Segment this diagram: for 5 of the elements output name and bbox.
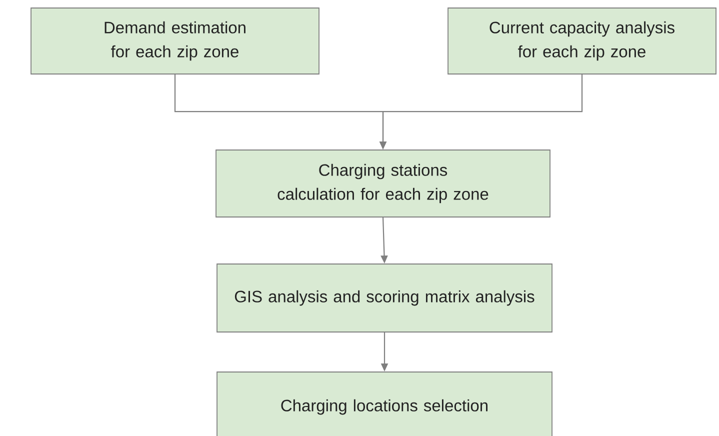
process-box: GIS analysis and scoring matrix analysis	[216, 264, 552, 332]
process-box: Current capacity analysis for each zip zone	[448, 8, 716, 74]
process-box: Demand estimation for each zip zone	[30, 8, 320, 74]
process-box: Charging stations calculation for each zip zone	[216, 150, 550, 218]
process-box: Charging locations selection	[216, 372, 552, 436]
